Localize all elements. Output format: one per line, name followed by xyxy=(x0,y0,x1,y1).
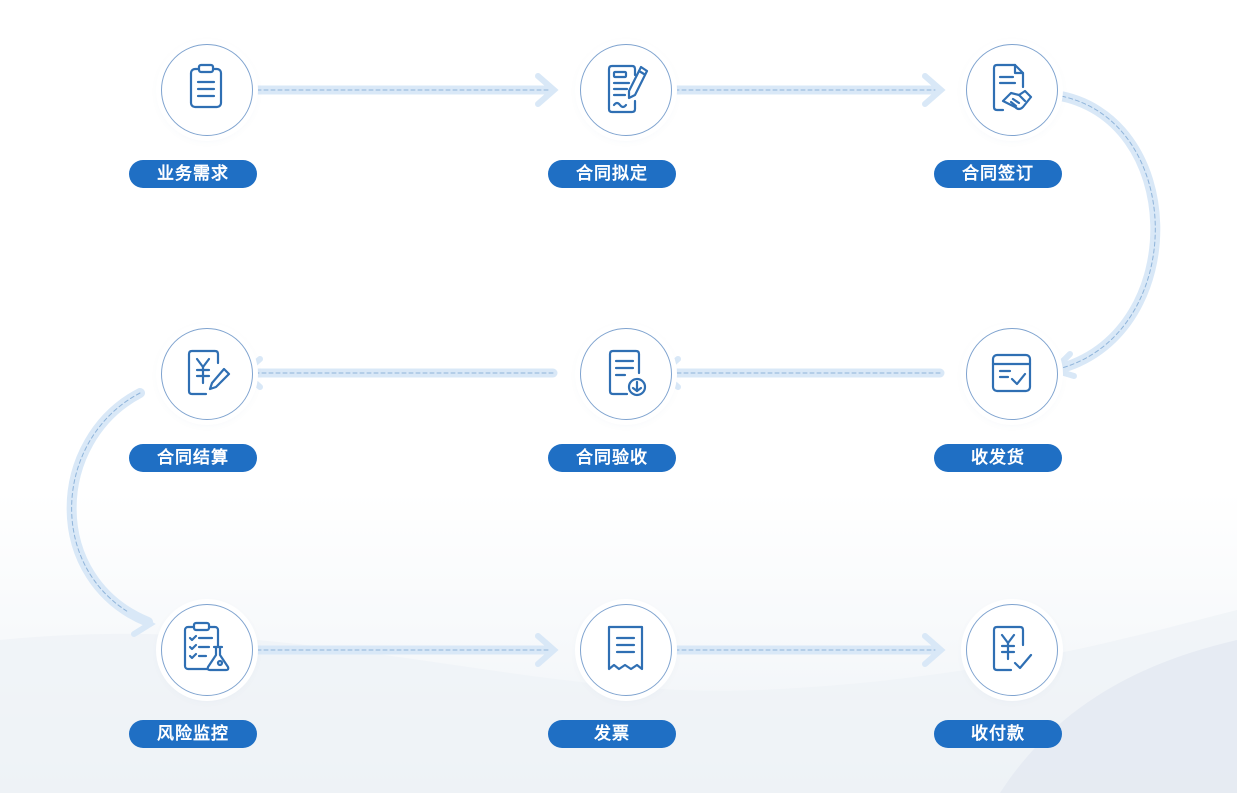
step-contract-acceptance[interactable]: 合同验收 xyxy=(548,328,708,528)
yuan-edit-icon xyxy=(187,349,231,396)
connector-8-9 xyxy=(663,633,946,667)
delivery-box-check-icon xyxy=(991,353,1032,393)
step-5-circle xyxy=(580,328,672,420)
step-invoice[interactable]: 发票 xyxy=(548,604,708,804)
document-download-icon xyxy=(608,349,647,397)
step-1-circle xyxy=(161,44,253,136)
step-contract-signing[interactable]: 合同签订 xyxy=(934,44,1094,244)
yuan-check-icon xyxy=(992,625,1033,672)
step-5-label: 合同验收 xyxy=(548,444,676,472)
checklist-flask-icon xyxy=(183,621,230,672)
step-3-label: 合同签订 xyxy=(934,160,1062,188)
connector-6-7 xyxy=(66,388,156,637)
step-6-circle xyxy=(161,328,253,420)
step-payment-collection[interactable]: 收付款 xyxy=(934,604,1094,804)
step-shipping-receiving[interactable]: 收发货 xyxy=(934,328,1094,528)
step-contract-settlement[interactable]: 合同结算 xyxy=(129,328,289,528)
connector-1-2 xyxy=(245,73,559,107)
receipt-icon xyxy=(607,625,644,671)
step-business-requirement[interactable]: 业务需求 xyxy=(129,44,289,244)
clipboard-list-icon xyxy=(189,63,223,109)
step-7-label: 风险监控 xyxy=(129,720,257,748)
step-risk-monitoring[interactable]: 风险监控 xyxy=(129,604,289,804)
step-2-label: 合同拟定 xyxy=(548,160,676,188)
step-1-label: 业务需求 xyxy=(129,160,257,188)
step-contract-drafting[interactable]: 合同拟定 xyxy=(548,44,708,244)
document-pen-icon xyxy=(607,64,649,114)
connector-2-3 xyxy=(663,73,946,107)
step-7-circle xyxy=(161,604,253,696)
step-9-circle xyxy=(966,604,1058,696)
step-4-circle xyxy=(966,328,1058,420)
handshake-document-icon xyxy=(992,63,1033,112)
step-9-label: 收付款 xyxy=(934,720,1062,748)
step-8-circle xyxy=(580,604,672,696)
step-2-circle xyxy=(580,44,672,136)
step-3-circle xyxy=(966,44,1058,136)
step-4-label: 收发货 xyxy=(934,444,1062,472)
step-8-label: 发票 xyxy=(548,720,676,748)
step-6-label: 合同结算 xyxy=(129,444,257,472)
connector-7-8 xyxy=(245,633,559,667)
connector-5-6 xyxy=(239,356,558,390)
